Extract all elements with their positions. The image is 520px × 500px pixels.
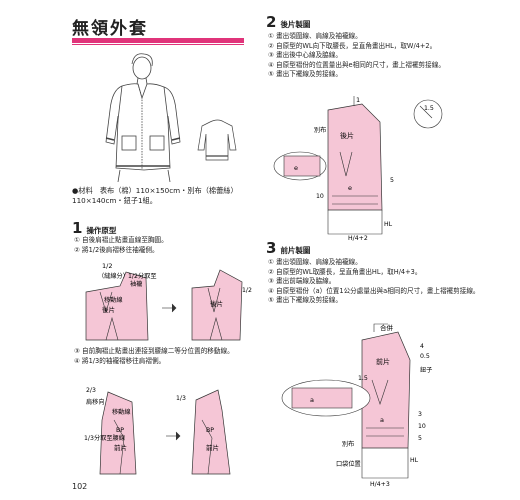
s2-v15: 1.5 (424, 105, 434, 112)
section1-step-4: ④ 將1/3的袖襱褶移往肩褶側。 (74, 356, 166, 365)
s2-one: 1 (356, 96, 360, 104)
s2-v10: 10 (316, 193, 324, 200)
s3-button: 鈕子 (420, 366, 432, 374)
section3-front-draft: 合併 前片 4 0.5 鈕子 1.5 a a 3 10 5 HL 別布 口袋位置… (281, 323, 432, 488)
s3-v10: 10 (418, 423, 426, 430)
section2-steps: ① 畫出領圍線、肩線及袖襱線。 ② 自原型的WL向下取腰長，呈直角畫出HL，取W… (268, 32, 508, 80)
s1-bp: BP (116, 427, 124, 434)
s2-formula: H/4+2 (348, 235, 368, 242)
title-underline (72, 38, 244, 43)
s2-e: e (348, 184, 352, 192)
section1-diagram-back: 1/2 （縫線分） 1/2分取至 袖襱 移動線 後片 後片 1/2 (85, 262, 252, 341)
section3-step-4: ④ 自原型褶份（a）位置1公分處量出與a相同的尺寸，畫上褶襬剪接線。 (268, 286, 480, 295)
s3-v4: 4 (420, 343, 424, 350)
s3-pocket-pos: 口袋位置 (336, 460, 361, 468)
s3-a: a (380, 416, 384, 424)
s2-hl: HL (384, 221, 393, 228)
section2-step-3: ③ 畫出後中心線及脇線。 (268, 51, 342, 59)
section3-heading: 前片製圖 (280, 246, 311, 255)
s1-bp-2: BP (206, 427, 214, 434)
s1-back-label-2: 後片 (210, 299, 223, 308)
section1-number: 1 (72, 219, 83, 237)
s1-move-line: 移動線 (104, 296, 123, 304)
s2-cloth: 別布 (314, 126, 326, 134)
section3-step-5: ⑤ 畫出下襬線及剪接線。 (268, 296, 342, 304)
section2-step-2: ② 自原型的WL向下取腰長，呈直角畫出HL，取W/4+2。 (268, 41, 437, 50)
s2-back-label: 後片 (340, 131, 354, 140)
section1-heading: 操作原型 (86, 226, 117, 235)
s2-e-detail: e (294, 164, 298, 172)
s3-v3: 3 (418, 411, 422, 418)
s1-neck-sep: （縫線分） (98, 272, 129, 280)
section2-heading: 後片製圖 (280, 20, 311, 29)
s1-half-a: 1/2分取至 (128, 272, 157, 280)
s1-front-label-2: 前片 (206, 443, 219, 452)
section2-number: 2 (266, 13, 277, 31)
section3-steps: ① 畫出領圍線、肩線及袖襱線。 ② 自原型的WL取腰長，呈直角畫出HL，取H/4… (268, 258, 508, 306)
s1-half-right: 1/2 (242, 287, 252, 294)
s1-one-third: 1/3 (176, 395, 186, 402)
section3-step-1: ① 畫出領圍線、肩線及袖襱線。 (268, 258, 362, 266)
section1-steps-b: ③ 自前胸褶止點畫出連接到腰線二等分位置的移動線。 ④ 將1/3的袖襱褶移往肩褶… (74, 347, 254, 366)
s1-move2: 移動線 (112, 408, 131, 416)
s3-a-detail: a (310, 396, 314, 404)
s1-move-dir: 肩移向 (86, 398, 105, 406)
materials-text: ●材料 表布（棉）110×150cm・別布（棉蕾絲）110×140cm・鈕子1組… (72, 186, 238, 205)
s3-hl: HL (410, 457, 419, 464)
section2-step-5: ⑤ 畫出下襬線及剪接線。 (268, 70, 342, 78)
section2-back-draft: 1 後片 別布 1.5 e e 10 5 HL H/4+2 (273, 96, 443, 242)
section1-step-3: ③ 自前胸褶止點畫出連接到腰線二等分位置的移動線。 (74, 347, 234, 355)
s3-v15: 1.5 (358, 375, 368, 382)
section1-step-2: ② 將1/2後肩褶移往袖襱側。 (74, 245, 159, 254)
s1-back-label: 後片 (102, 305, 115, 314)
jacket-illustration (105, 53, 237, 182)
title-underline-thin (72, 44, 244, 45)
s2-v5: 5 (390, 177, 394, 184)
s3-together: 合併 (380, 323, 394, 332)
section2-step-4: ④ 自原型褶份的位置量出與e相同的尺寸，畫上褶襬剪接線。 (268, 60, 445, 69)
s3-cloth: 別布 (342, 440, 354, 448)
section1-steps-a: ① 自後肩褶止點畫直線至胸圍。 ② 將1/2後肩褶移往袖襱側。 (74, 236, 254, 255)
section1-diagram-front: 2/3 肩移向 移動線 BP 前片 1/3分取至腰線 1/3 BP 前片 (84, 387, 231, 475)
s3-front-label: 前片 (376, 357, 390, 366)
section3-number: 3 (266, 239, 277, 257)
section2-step-1: ① 畫出領圍線、肩線及袖襱線。 (268, 32, 362, 40)
s3-v05: 0.5 (420, 353, 430, 360)
s3-v5: 5 (418, 435, 422, 442)
section3-step-3: ③ 畫出前端線及脇線。 (268, 277, 336, 285)
s1-half-b: 袖襱 (130, 280, 142, 288)
s1-third-wl: 1/3分取至腰線 (84, 434, 125, 442)
s1-two-thirds: 2/3 (86, 387, 96, 394)
page-title: 無領外套 (72, 19, 148, 39)
section1-step-1: ① 自後肩褶止點畫直線至胸圍。 (74, 236, 168, 244)
s3-formula: H/4+3 (370, 481, 390, 488)
section3-step-2: ② 自原型的WL取腰長，呈直角畫出HL，取H/4+3。 (268, 267, 422, 276)
page-number: 102 (72, 482, 88, 491)
s1-front-label: 前片 (114, 443, 127, 452)
s1-half-top: 1/2 (102, 262, 112, 270)
